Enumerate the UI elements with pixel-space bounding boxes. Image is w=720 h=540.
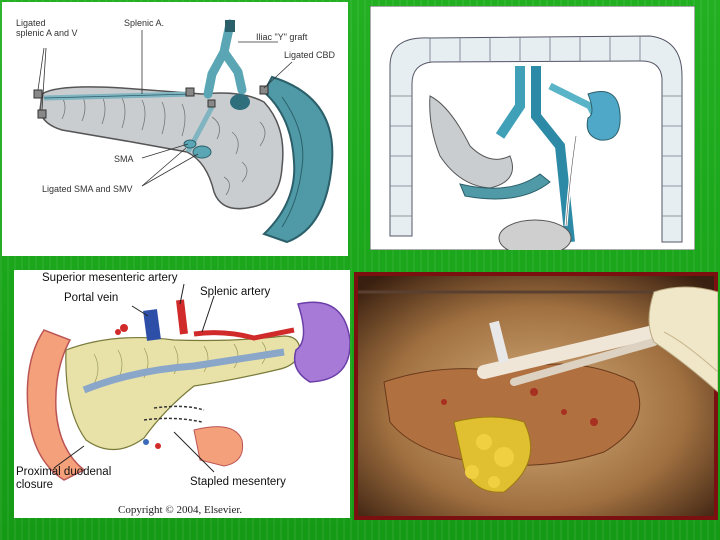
copyright-notice: Copyright © 2004, Elsevier. [118, 504, 242, 516]
label-splenic-a: Splenic A. [124, 18, 164, 28]
label-iliac-graft: Iliac "Y" graft [256, 32, 307, 42]
label-proximal-duodenal-closure: Proximal duodenal closure [16, 466, 111, 492]
label-ligated-splenic: Ligated splenic A and V [16, 18, 78, 38]
label-portal-vein: Portal vein [64, 292, 118, 305]
label-ligated-sma-smv: Ligated SMA and SMV [42, 184, 133, 194]
panel-pancreas-anatomy-diagram: Superior mesenteric artery Portal vein S… [14, 270, 350, 518]
label-sma: SMA [114, 154, 134, 164]
label-superior-mesenteric-artery: Superior mesenteric artery [42, 272, 178, 285]
panel-surgical-photo [354, 272, 718, 520]
label-stapled-mesentery: Stapled mesentery [190, 476, 286, 489]
surgical-specimen-photo [354, 272, 718, 520]
label-ligated-cbd: Ligated CBD [284, 50, 335, 60]
abdominal-transplant-illustration [370, 6, 695, 250]
panel-transplant-placement-diagram [370, 6, 695, 250]
label-splenic-artery: Splenic artery [200, 286, 270, 299]
panel-pancreas-graft-diagram: Ligated splenic A and V Splenic A. Iliac… [2, 2, 348, 256]
